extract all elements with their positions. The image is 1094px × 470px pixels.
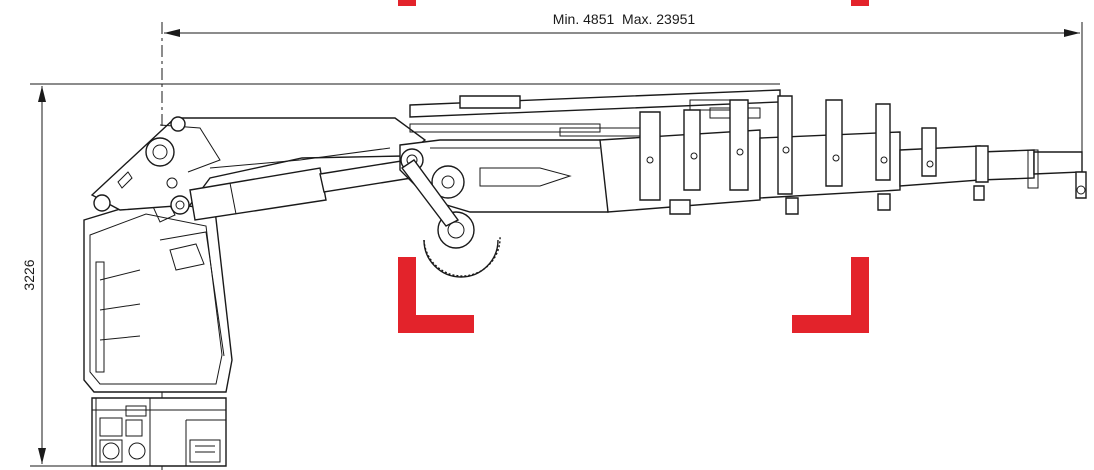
hook-icon — [877, 193, 891, 211]
red-corner-markers — [398, 0, 869, 333]
hook-icon — [1075, 171, 1087, 199]
crane-main-boom — [90, 116, 427, 215]
marker-top-left — [398, 0, 416, 6]
hook-icon — [785, 197, 799, 215]
arrow-left-icon — [164, 29, 180, 37]
hook-icon — [973, 185, 985, 201]
arrow-up-icon — [38, 86, 46, 102]
arrow-right-icon — [1064, 29, 1080, 37]
horizontal-dimension: Min. 4851 Max. 23951 — [161, 11, 1083, 470]
crane-hooks — [646, 146, 1087, 215]
crane-extension-cylinders — [409, 89, 781, 137]
crane-telescopic-sections — [599, 95, 1083, 213]
marker-bottom-left — [398, 257, 474, 333]
marker-bottom-right — [792, 257, 869, 333]
marker-top-right — [851, 0, 869, 6]
crane-outer-boom — [399, 139, 611, 278]
crane-cylinder — [189, 157, 425, 221]
crane-column — [83, 195, 233, 393]
hook-icon — [669, 199, 691, 215]
arrow-down-icon — [38, 448, 46, 464]
horizontal-dimension-label: Min. 4851 Max. 23951 — [553, 11, 696, 27]
crane-base — [91, 397, 227, 467]
vertical-dimension-label: 3226 — [21, 259, 37, 290]
